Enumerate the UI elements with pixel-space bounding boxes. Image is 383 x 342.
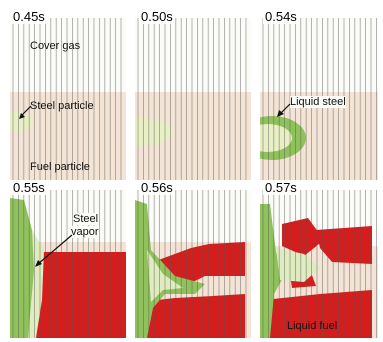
label-liquid-fuel: Liquid fuel — [287, 320, 338, 332]
label-cover-gas: Cover gas — [30, 40, 81, 52]
label-steel-vapor-line2: vapor — [71, 226, 99, 238]
time-label-050: 0.50s — [139, 9, 175, 24]
grid-lines — [12, 190, 122, 338]
panel-056-image — [135, 190, 251, 338]
time-label-056: 0.56s — [139, 180, 175, 195]
panel-050-image — [135, 18, 251, 180]
panel-057 — [260, 190, 378, 338]
label-liquid-steel: Liquid steel — [290, 96, 346, 108]
time-label-055: 0.55s — [11, 180, 47, 195]
time-label-057: 0.57s — [263, 180, 299, 195]
grid-lines — [12, 18, 122, 180]
panel-057-image — [260, 190, 378, 338]
label-steel-vapor-line1: Steel — [73, 213, 99, 225]
time-label-045: 0.45s — [11, 9, 47, 24]
panel-055 — [10, 190, 126, 338]
panel-055-image — [10, 190, 126, 338]
panel-045 — [10, 18, 126, 180]
grid-lines — [137, 18, 247, 180]
panel-050 — [135, 18, 251, 180]
label-steel-particle: Steel particle — [30, 100, 94, 112]
time-label-054: 0.54s — [263, 9, 299, 24]
panel-056 — [135, 190, 251, 338]
grid-lines — [137, 190, 247, 338]
grid-lines — [262, 190, 377, 338]
label-fuel-particle: Fuel particle — [30, 161, 90, 173]
